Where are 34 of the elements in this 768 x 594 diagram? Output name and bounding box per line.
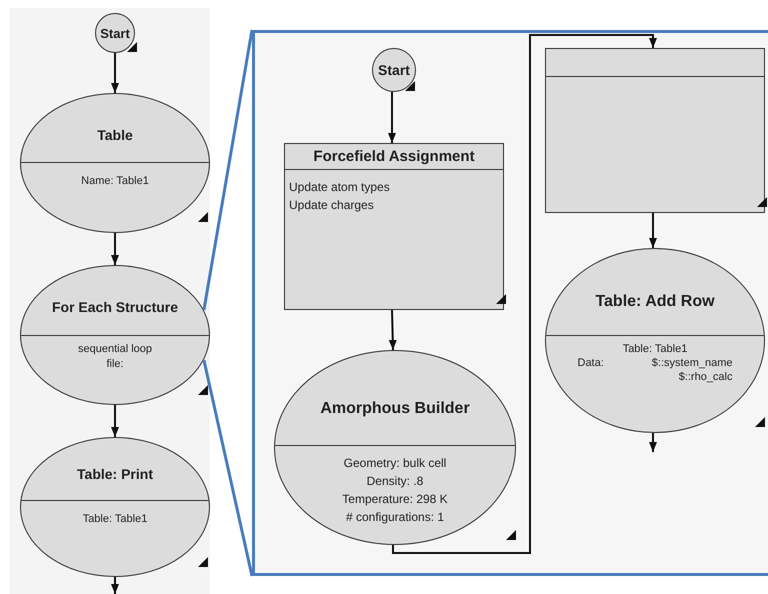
node-detail: sequential loop file:	[76, 342, 153, 372]
node-detail: Table: Table1	[82, 512, 148, 527]
arrow	[649, 213, 657, 248]
node-detail: Temperature: 298 K	[342, 492, 448, 507]
node-detail: Geometry: bulk cell	[344, 456, 446, 471]
node-title: Amorphous Builder	[320, 400, 470, 418]
node-detail: Data:	[578, 356, 605, 370]
node-title: Table: Print	[77, 466, 153, 482]
arrow	[388, 92, 396, 143]
arrow	[111, 53, 119, 93]
node-title: For Each Structure	[52, 299, 178, 316]
node-detail: Density: .8	[366, 474, 424, 489]
start-circle	[372, 48, 416, 92]
node-detail: Name: Table1	[81, 174, 149, 189]
node-title: Table: Add Row	[595, 292, 715, 311]
node-title: Table	[97, 126, 133, 143]
node-detail: # configurations: 1	[346, 510, 444, 525]
node-title: Forcefield Assignment	[313, 148, 475, 165]
node-detail: Update charges	[289, 198, 374, 213]
node-title: Start	[100, 26, 130, 40]
arrow	[388, 310, 397, 350]
arrow	[649, 433, 657, 452]
arrow	[111, 577, 119, 594]
process-box	[545, 48, 765, 213]
zoom-panel	[252, 30, 768, 576]
process-box	[284, 143, 504, 310]
node-title: Start	[378, 62, 410, 78]
arrow	[111, 405, 119, 437]
arrow	[392, 34, 657, 554]
arrow	[111, 233, 119, 265]
node-detail: $::rho_calc	[678, 370, 732, 384]
node-detail: $::system_name	[652, 356, 732, 370]
node-detail: Update atom types	[289, 180, 390, 195]
node-detail: Table: Table1	[622, 342, 688, 356]
